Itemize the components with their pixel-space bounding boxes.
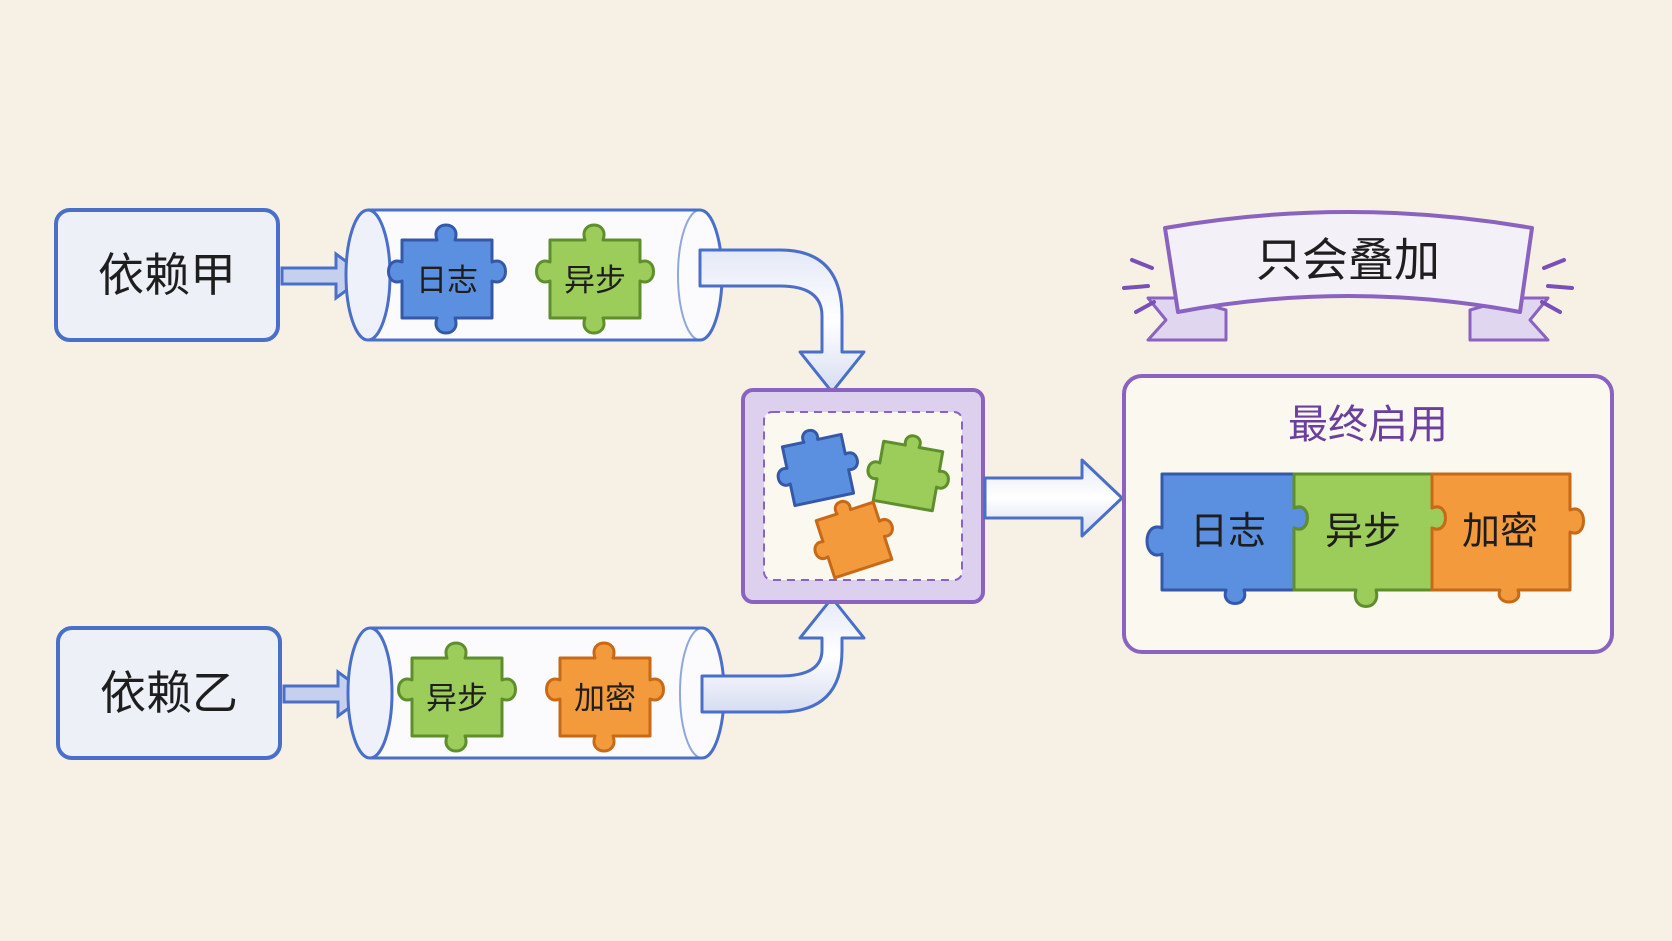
banner-sparkle-right [1540,258,1574,314]
puzzle-piece-crypto-b: 加密 [545,641,665,753]
banner-text: 只会叠加 [1256,233,1440,287]
pipe-b-to-merge [700,596,866,714]
piece-label-async-a: 异步 [564,263,626,299]
result-label-async: 异步 [1325,509,1401,553]
puzzle-piece-async-b: 异步 [397,641,517,753]
dependency-b-box: 依赖乙 [56,626,282,760]
result-label-log: 日志 [1190,509,1266,553]
puzzle-piece-log-a: 日志 [387,223,507,335]
scattered-piece-blue [776,429,859,508]
result-title: 最终启用 [1288,402,1448,448]
arrow-merge-to-result [983,458,1124,538]
dependency-a-box: 依赖甲 [54,208,280,342]
piece-label-async-b: 异步 [426,681,488,717]
result-piece-async: 异步 [1292,472,1447,608]
piece-label-crypto-b: 加密 [574,681,636,717]
dependency-a-label: 依赖甲 [98,248,236,302]
banner-ribbon: 只会叠加 [1146,210,1550,342]
scattered-piece-green [866,434,950,513]
scattered-piece-orange [813,499,894,580]
puzzle-piece-async-a: 异步 [535,223,655,335]
result-label-crypto: 加密 [1462,509,1538,553]
piece-label-log-a: 日志 [416,263,478,299]
result-piece-crypto: 加密 [1430,472,1585,604]
dependency-b-label: 依赖乙 [100,666,238,720]
pipe-a-to-merge [698,248,866,394]
merge-box [741,388,985,604]
result-piece-log: 日志 [1145,472,1309,605]
banner-sparkle-left [1122,258,1156,314]
